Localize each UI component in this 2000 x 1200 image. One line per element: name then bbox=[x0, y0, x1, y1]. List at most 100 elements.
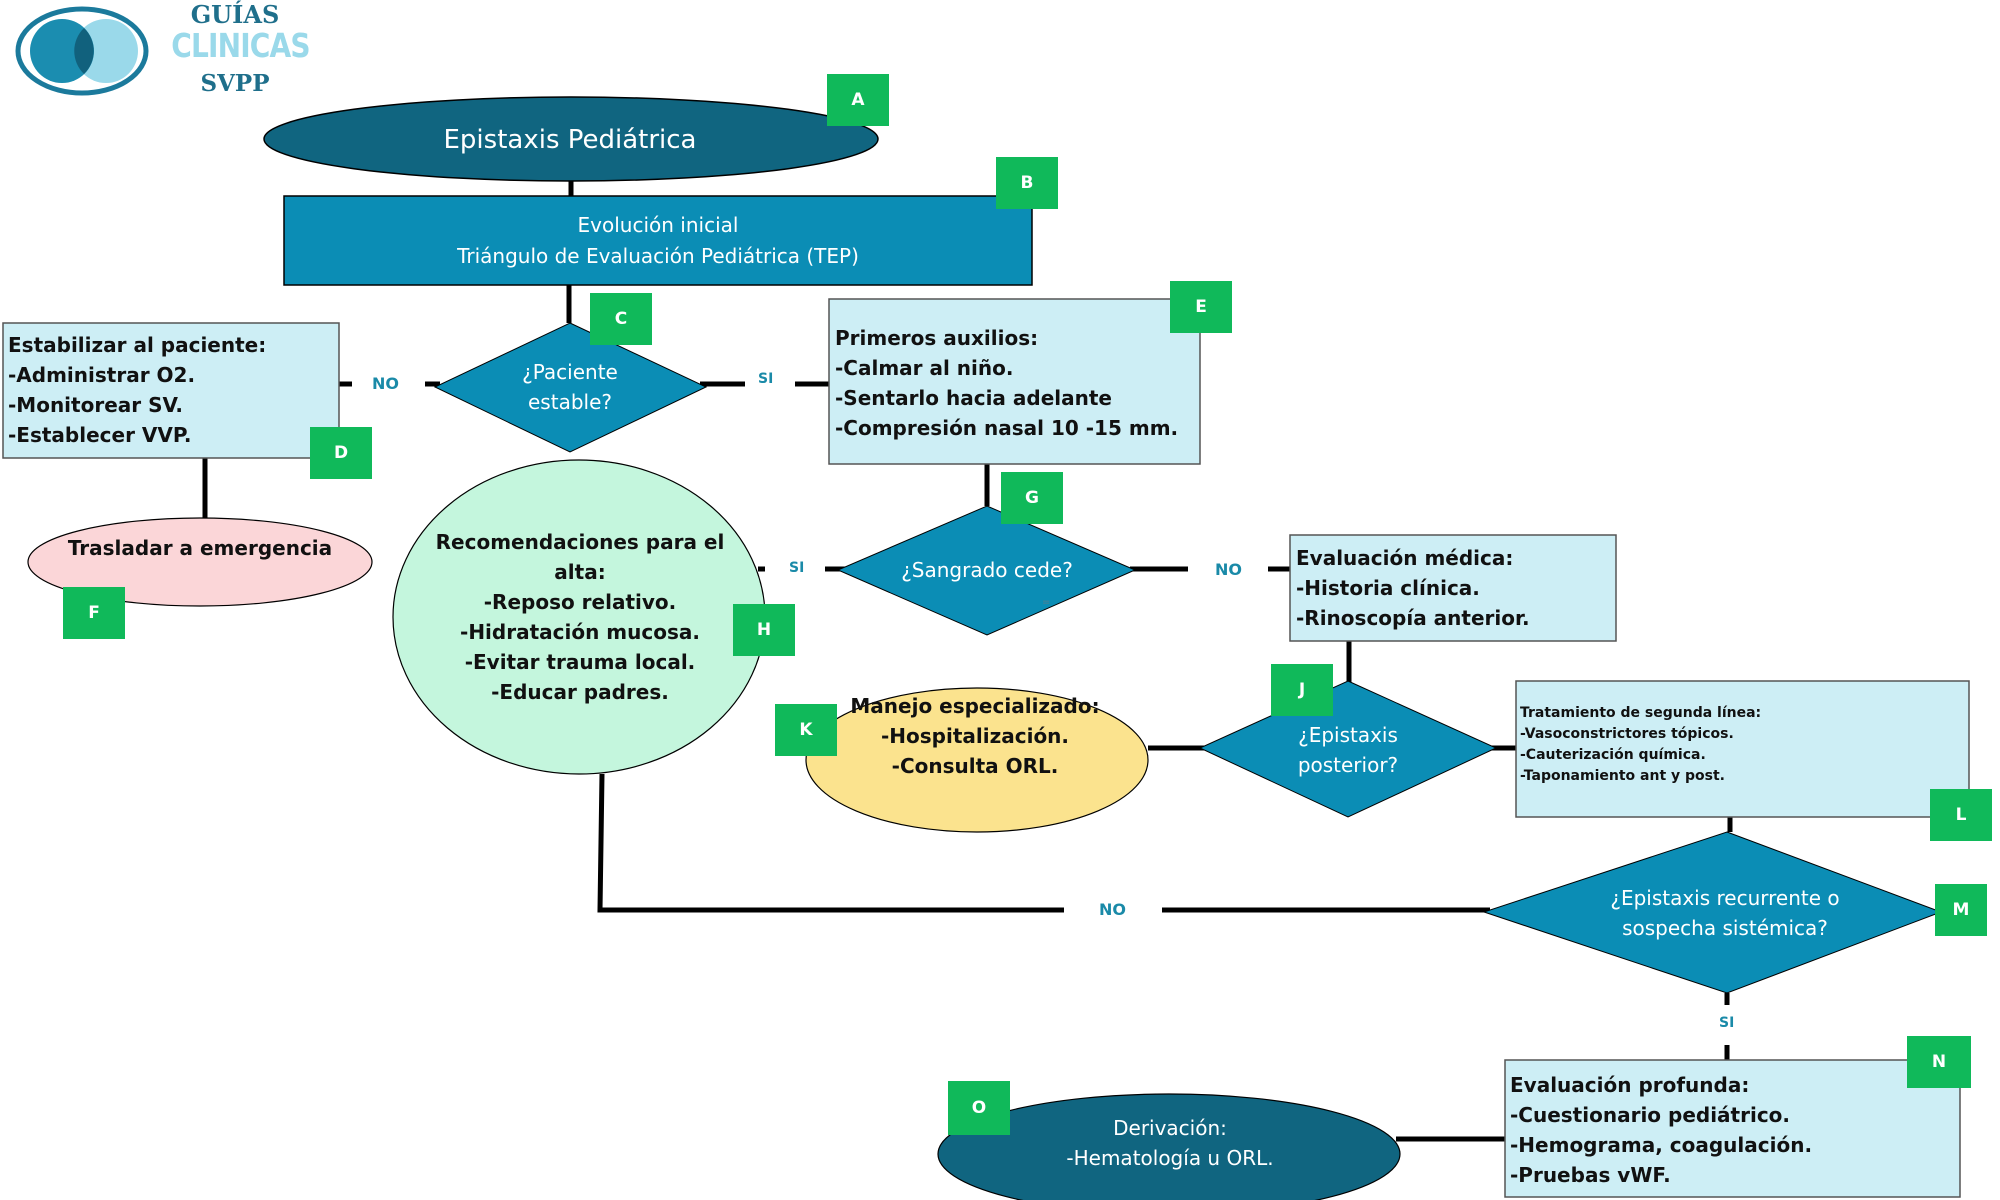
connectors bbox=[202, 181, 1733, 1142]
node-g-shape bbox=[836, 505, 1137, 636]
node-h-line-4: -Hidratación mucosa. bbox=[460, 620, 700, 644]
node-j-question: ¿Epistaxis posterior? bbox=[1250, 715, 1446, 785]
node-m-line-2: sospecha sistémica? bbox=[1622, 916, 1828, 940]
edge-label-m-si: SI bbox=[1719, 1015, 1735, 1031]
logo-mark bbox=[15, 6, 149, 96]
badge-g: G bbox=[1001, 472, 1063, 524]
node-b-line-1: Evolución inicial bbox=[577, 212, 739, 237]
node-j-line-2: posterior? bbox=[1297, 753, 1399, 777]
node-d-line-2: -Administrar O2. bbox=[8, 363, 196, 387]
node-o-shape bbox=[937, 1093, 1401, 1200]
node-f-shape bbox=[27, 517, 373, 607]
node-e-shape bbox=[828, 298, 1201, 465]
badge-m: M bbox=[1935, 884, 1987, 936]
node-i-line-3: -Rinoscopía anterior. bbox=[1296, 605, 1530, 630]
node-m-question: ¿Epistaxis recurrente o sospecha sistémi… bbox=[1560, 880, 1890, 946]
node-n-line-1: Evaluación profunda: bbox=[1510, 1073, 1750, 1097]
badge-c: C bbox=[590, 293, 652, 345]
node-l-line-4: -Taponamiento ant y post. bbox=[1520, 768, 1725, 784]
node-k-shape bbox=[805, 687, 1149, 833]
node-c-shape bbox=[433, 322, 708, 453]
node-b-line-2: Triángulo de Evaluación Pediátrica (TEP) bbox=[457, 243, 859, 268]
node-m-shape bbox=[1482, 831, 1943, 994]
node-d-line-3: -Monitorear SV. bbox=[8, 393, 183, 417]
node-l-line-1: Tratamiento de segunda línea: bbox=[1520, 705, 1762, 721]
node-m-line-1: ¿Epistaxis recurrente o bbox=[1610, 886, 1840, 910]
badge-d: D bbox=[310, 427, 372, 479]
node-g-small-mark: = bbox=[1042, 597, 1050, 608]
edge-label-g-no: NO bbox=[1215, 560, 1242, 579]
node-k-line-2: -Hospitalización. bbox=[880, 724, 1070, 748]
logo-circle-right bbox=[74, 19, 138, 83]
node-e-text: Primeros auxilios: -Calmar al niño. -Sen… bbox=[835, 320, 1195, 445]
node-l-line-2: -Vasoconstrictores tópicos. bbox=[1520, 726, 1734, 742]
node-b-text: Evolución inicial Triángulo de Evaluació… bbox=[284, 196, 1032, 285]
node-d-shape bbox=[2, 322, 340, 459]
edge-label-g-si: SI bbox=[789, 560, 805, 576]
node-n-line-2: -Cuestionario pediátrico. bbox=[1510, 1103, 1791, 1127]
node-a-title: Epistaxis Pediátrica bbox=[300, 110, 840, 170]
badge-l: L bbox=[1930, 789, 1992, 841]
node-n-line-4: -Pruebas vWF. bbox=[1510, 1163, 1671, 1187]
node-e-line-1: Primeros auxilios: bbox=[835, 325, 1039, 350]
connector-h-m-left bbox=[597, 773, 1064, 913]
node-g-line: ¿Sangrado cede? bbox=[901, 558, 1073, 582]
edge-label-m-no: NO bbox=[1099, 900, 1126, 919]
node-o-line-2: -Hematología u ORL. bbox=[1066, 1146, 1274, 1170]
node-i-line-2: -Historia clínica. bbox=[1296, 575, 1480, 600]
node-l-line-3: -Cauterización química. bbox=[1520, 747, 1706, 763]
node-e-line-3: -Sentarlo hacia adelante bbox=[835, 385, 1112, 410]
logo-circle-overlap bbox=[74, 28, 94, 74]
node-j-line-1: ¿Epistaxis bbox=[1298, 723, 1398, 747]
node-k-text: Manejo especializado: -Hospitalización. … bbox=[830, 686, 1120, 786]
node-h-line-5: -Evitar trauma local. bbox=[464, 650, 696, 674]
badge-o: O bbox=[948, 1081, 1010, 1135]
node-n-shape bbox=[1504, 1059, 1961, 1198]
node-h-line-1: Recomendaciones para el bbox=[435, 530, 725, 554]
node-o-text: Derivación: -Hematología u ORL. bbox=[1010, 1110, 1330, 1176]
badge-k: K bbox=[775, 704, 837, 756]
edge-label-c-no: NO bbox=[372, 374, 399, 393]
node-c-line-2: estable? bbox=[528, 390, 612, 414]
node-g-question: ¿Sangrado cede? bbox=[858, 552, 1116, 588]
badge-n: N bbox=[1907, 1036, 1971, 1088]
node-h-line-2: alta: bbox=[554, 560, 606, 584]
node-o-line-1: Derivación: bbox=[1113, 1116, 1227, 1140]
node-i-line-1: Evaluación médica: bbox=[1296, 545, 1514, 570]
node-a-shape bbox=[263, 96, 879, 182]
node-f-line: Trasladar a emergencia bbox=[67, 536, 333, 560]
edge-label-c-si: SI bbox=[758, 371, 774, 387]
node-b-shape bbox=[283, 195, 1033, 286]
node-h-line-6: -Educar padres. bbox=[491, 680, 669, 704]
node-f-text: Trasladar a emergencia bbox=[40, 530, 360, 566]
node-l-text: Tratamiento de segunda línea: -Vasoconst… bbox=[1520, 700, 1960, 790]
node-k-line-3: -Consulta ORL. bbox=[891, 754, 1059, 778]
node-i-text: Evaluación médica: -Historia clínica. -R… bbox=[1296, 540, 1611, 635]
node-e-line-4: -Compresión nasal 10 -15 mm. bbox=[835, 415, 1179, 440]
node-c-question: ¿Paciente estable? bbox=[470, 352, 670, 422]
logo-circle-left bbox=[30, 19, 94, 83]
node-e-line-2: -Calmar al niño. bbox=[835, 355, 1014, 380]
badge-h: H bbox=[733, 604, 795, 656]
node-a-line: Epistaxis Pediátrica bbox=[443, 125, 697, 155]
node-d-line-1: Estabilizar al paciente: bbox=[8, 333, 267, 357]
node-h-line-3: -Reposo relativo. bbox=[483, 590, 677, 614]
node-h-text: Recomendaciones para el alta: -Reposo re… bbox=[420, 522, 740, 712]
badge-b: B bbox=[996, 157, 1058, 209]
node-d-text: Estabilizar al paciente: -Administrar O2… bbox=[8, 330, 333, 450]
node-n-line-3: -Hemograma, coagulación. bbox=[1510, 1133, 1813, 1157]
badge-j: J bbox=[1271, 664, 1333, 716]
node-i-shape bbox=[1289, 534, 1617, 642]
node-l-shape bbox=[1515, 680, 1970, 818]
node-c-line-1: ¿Paciente bbox=[522, 360, 618, 384]
logo-text-svpp: SVPP bbox=[200, 70, 270, 97]
node-n-text: Evaluación profunda: -Cuestionario pediá… bbox=[1510, 1066, 1950, 1194]
logo-outline-ring bbox=[15, 6, 149, 96]
node-d-line-4: -Establecer VVP. bbox=[8, 423, 192, 447]
logo-text-clinicas: CLINICAS bbox=[171, 26, 310, 65]
logo-text-guias: GUÍAS bbox=[190, 0, 280, 29]
badge-a: A bbox=[827, 74, 889, 126]
badge-e: E bbox=[1170, 281, 1232, 333]
node-k-line-1: Manejo especializado: bbox=[850, 694, 1100, 718]
badge-f: F bbox=[63, 587, 125, 639]
